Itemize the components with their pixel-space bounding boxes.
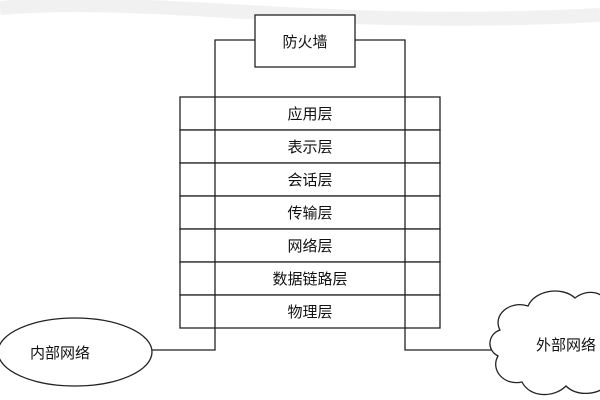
layer-physical-label: 物理层 — [287, 303, 332, 321]
layer-application — [179, 96, 441, 131]
internal-network-ellipse — [0, 317, 153, 387]
layer-session — [179, 162, 441, 197]
layer-physical — [179, 294, 441, 329]
external-network-label: 外部网络 — [536, 336, 596, 354]
osi-layer-stack: 应用层 表示层 会话层 传输层 网络层 数据链路层 物理层 — [179, 96, 441, 329]
layer-data-link-label: 数据链路层 — [272, 270, 347, 288]
external-network-node: 外部网络 — [489, 290, 600, 396]
layer-network — [179, 228, 441, 263]
layer-data-link — [179, 261, 441, 296]
layer-network-label: 网络层 — [287, 237, 332, 255]
layer-transport-label: 传输层 — [287, 204, 332, 222]
firewall-box — [254, 14, 356, 68]
firewall-node: 防火墙 — [254, 14, 356, 68]
layer-session-label: 会话层 — [287, 171, 332, 189]
internal-to-firewall-wire — [152, 39, 255, 351]
external-network-cloud — [489, 290, 600, 396]
layer-application-label: 应用层 — [287, 105, 332, 123]
firewall-label: 防火墙 — [282, 33, 327, 51]
internal-network-node: 内部网络 — [0, 317, 153, 387]
internal-network-label: 内部网络 — [30, 344, 90, 362]
background-swoosh — [0, 0, 600, 26]
layer-presentation-label: 表示层 — [287, 138, 332, 156]
layer-transport — [179, 195, 441, 230]
firewall-to-external-wire — [355, 39, 492, 351]
